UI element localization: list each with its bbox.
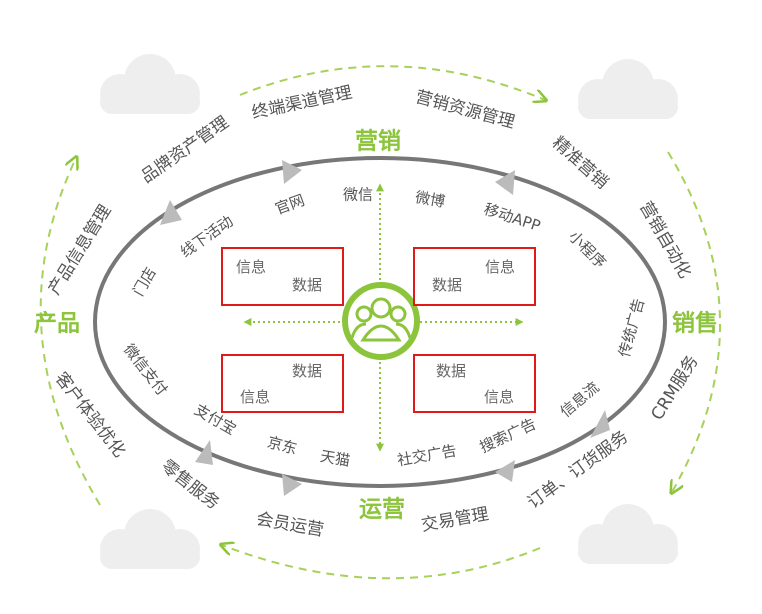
box-label: 信息 <box>484 388 514 406</box>
box-label: 数据 <box>436 362 466 380</box>
channel-label: 小程序 <box>565 227 610 272</box>
outer-label: 交易管理 <box>420 504 490 536</box>
cycle-arrow-left <box>39 158 101 506</box>
channel-ring <box>93 156 667 488</box>
channel-label: 移动APP <box>482 200 543 235</box>
outer-label: 精准营销 <box>548 133 612 193</box>
outer-label: 营销资源管理 <box>413 87 517 133</box>
info-data-box <box>413 354 536 413</box>
info-data-box <box>221 354 344 413</box>
cloud-icon <box>100 509 200 569</box>
channel-label: 微博 <box>414 188 447 211</box>
outer-label: 终端渠道管理 <box>250 83 354 124</box>
channel-label: 京东 <box>265 433 299 458</box>
cycle-arrow-bottom <box>222 545 541 580</box>
cycle-arrow-top <box>239 65 545 100</box>
category-product: 产品 <box>34 310 80 337</box>
cloud-icon <box>578 504 678 564</box>
users-group-icon <box>342 282 420 360</box>
outer-label: 营销自动化 <box>635 198 695 282</box>
box-label: 数据 <box>292 276 322 294</box>
box-label: 信息 <box>485 258 515 276</box>
category-marketing: 营销 <box>355 129 401 155</box>
channel-label: 门店 <box>129 264 160 299</box>
channel-label: 信息流 <box>557 378 603 421</box>
cloud-icon <box>100 54 200 114</box>
box-label: 信息 <box>236 258 266 276</box>
box-label: 信息 <box>240 388 270 406</box>
category-operations: 运营 <box>359 497 405 523</box>
channel-label: 天猫 <box>319 447 352 470</box>
box-label: 数据 <box>432 276 462 294</box>
channel-label: 微信 <box>343 186 373 204</box>
channel-label: 搜索广告 <box>477 415 539 457</box>
outer-label: 品牌资产管理 <box>137 113 232 188</box>
channel-label: 官网 <box>273 191 307 218</box>
channel-label: 社交广告 <box>396 441 458 469</box>
outer-label: 会员运营 <box>255 509 325 541</box>
outer-label: 零售服务 <box>157 456 223 514</box>
channel-label: 传统广告 <box>615 297 648 360</box>
ring-direction-arrows <box>160 160 610 496</box>
cloud-icon <box>578 59 678 119</box>
info-data-box <box>413 247 536 306</box>
category-sales: 销售 <box>672 310 718 337</box>
channel-label: 微信支付 <box>120 341 171 399</box>
box-label: 数据 <box>292 362 322 380</box>
info-data-box <box>221 247 344 306</box>
